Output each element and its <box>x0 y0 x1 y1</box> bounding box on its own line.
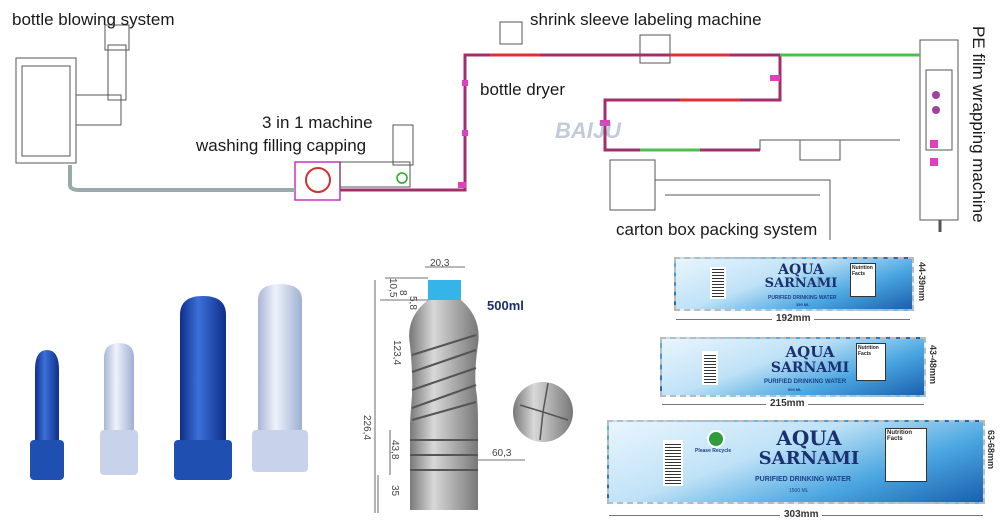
preform-small-clear <box>100 343 138 475</box>
dim-neck-width: 20,3 <box>430 258 450 269</box>
dim-diameter: 60,3 <box>492 448 512 459</box>
caption-pe-film: PE film wrapping machine <box>969 26 988 223</box>
caption-carton-packing: carton box packing system <box>616 220 818 239</box>
preform-small-blue <box>30 350 64 480</box>
caption-shrink-sleeve: shrink sleeve labeling machine <box>530 10 762 29</box>
preform-large-clear <box>252 284 308 472</box>
dim-base: 35 <box>389 485 400 497</box>
preforms-illustration <box>30 284 308 480</box>
bottle-base-view <box>513 382 573 442</box>
dim-body: 123,4 <box>391 340 402 366</box>
bottle-volume: 500ml <box>487 298 524 313</box>
dim-ring1: 8 <box>397 290 408 296</box>
caption-3in1-line1: 3 in 1 machine <box>262 113 373 132</box>
bottle-cap <box>428 280 461 300</box>
caption-3in1-line2: washing filling capping <box>196 136 367 155</box>
caption-bottle-blowing: bottle blowing system <box>12 10 175 29</box>
caption-bottle-dryer: bottle dryer <box>480 80 566 99</box>
watermark-logo: BAIJU <box>555 118 622 143</box>
conveyor-layout <box>15 21 959 240</box>
dim-lower: 43,8 <box>389 440 400 460</box>
preform-large-blue <box>174 296 232 480</box>
dim-ring2: 5,8 <box>407 296 418 310</box>
dim-total: 226,4 <box>361 415 372 441</box>
